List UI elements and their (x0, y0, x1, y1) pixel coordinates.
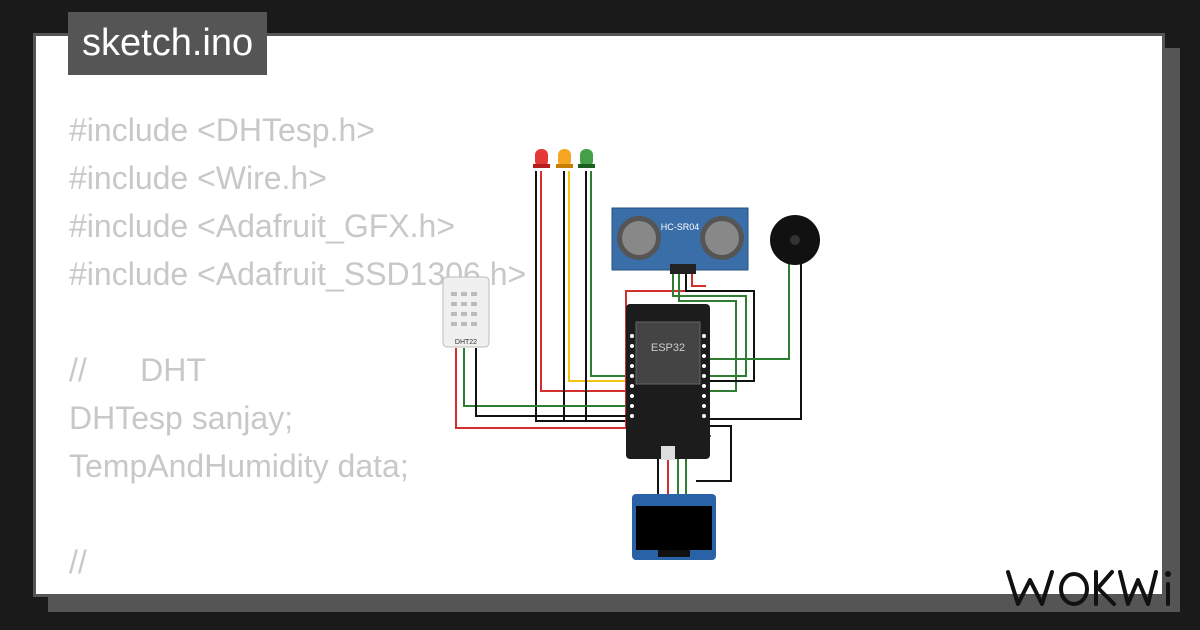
wire-buzzer-black (706, 264, 802, 420)
oled-display (632, 494, 716, 560)
dht-label: DHT22 (455, 339, 477, 346)
code-preview: #include <DHTesp.h> #include <Wire.h> #i… (69, 106, 526, 586)
wire-us-1 (672, 274, 747, 377)
dht22-sensor: DHT22 (442, 276, 490, 348)
wire-oled-gnd (696, 425, 732, 482)
code-line: TempAndHumidity data; (69, 448, 409, 484)
code-line: #include <Wire.h> (69, 160, 327, 196)
led-red (533, 149, 550, 168)
led-green (578, 149, 595, 168)
wire-us-3 (685, 274, 755, 382)
wire-us-4 (691, 274, 706, 287)
esp32-label: ESP32 (651, 342, 685, 354)
wire-red-led (540, 171, 631, 392)
led-yellow (556, 149, 573, 168)
code-line: // DHT (69, 352, 206, 388)
wire-red-led-gnd (535, 171, 631, 422)
esp32-board: ESP32 (626, 304, 710, 460)
wire-yellow-led (568, 171, 631, 382)
preview-card: #include <DHTesp.h> #include <Wire.h> #i… (33, 33, 1165, 597)
wire-green-led (590, 171, 631, 377)
ultrasonic-label: HC-SR04 (661, 222, 700, 232)
wokwi-logo (1006, 570, 1171, 606)
code-line: // (69, 544, 87, 580)
wire-buzzer-red (706, 264, 790, 360)
circuit-diagram: HC-SR04 DHT22 ESP32 (442, 149, 820, 560)
buzzer (770, 215, 820, 265)
wire-us-2 (678, 274, 737, 392)
wire-dht-gnd (475, 348, 631, 417)
ultrasonic-sensor: HC-SR04 (611, 207, 749, 274)
file-tab: sketch.ino (68, 12, 268, 75)
code-line: #include <DHTesp.h> (69, 112, 375, 148)
wire-oled-1 (636, 455, 659, 496)
code-line: DHTesp sanjay; (69, 400, 294, 436)
code-line: #include <Adafruit_GFX.h> (69, 208, 456, 244)
